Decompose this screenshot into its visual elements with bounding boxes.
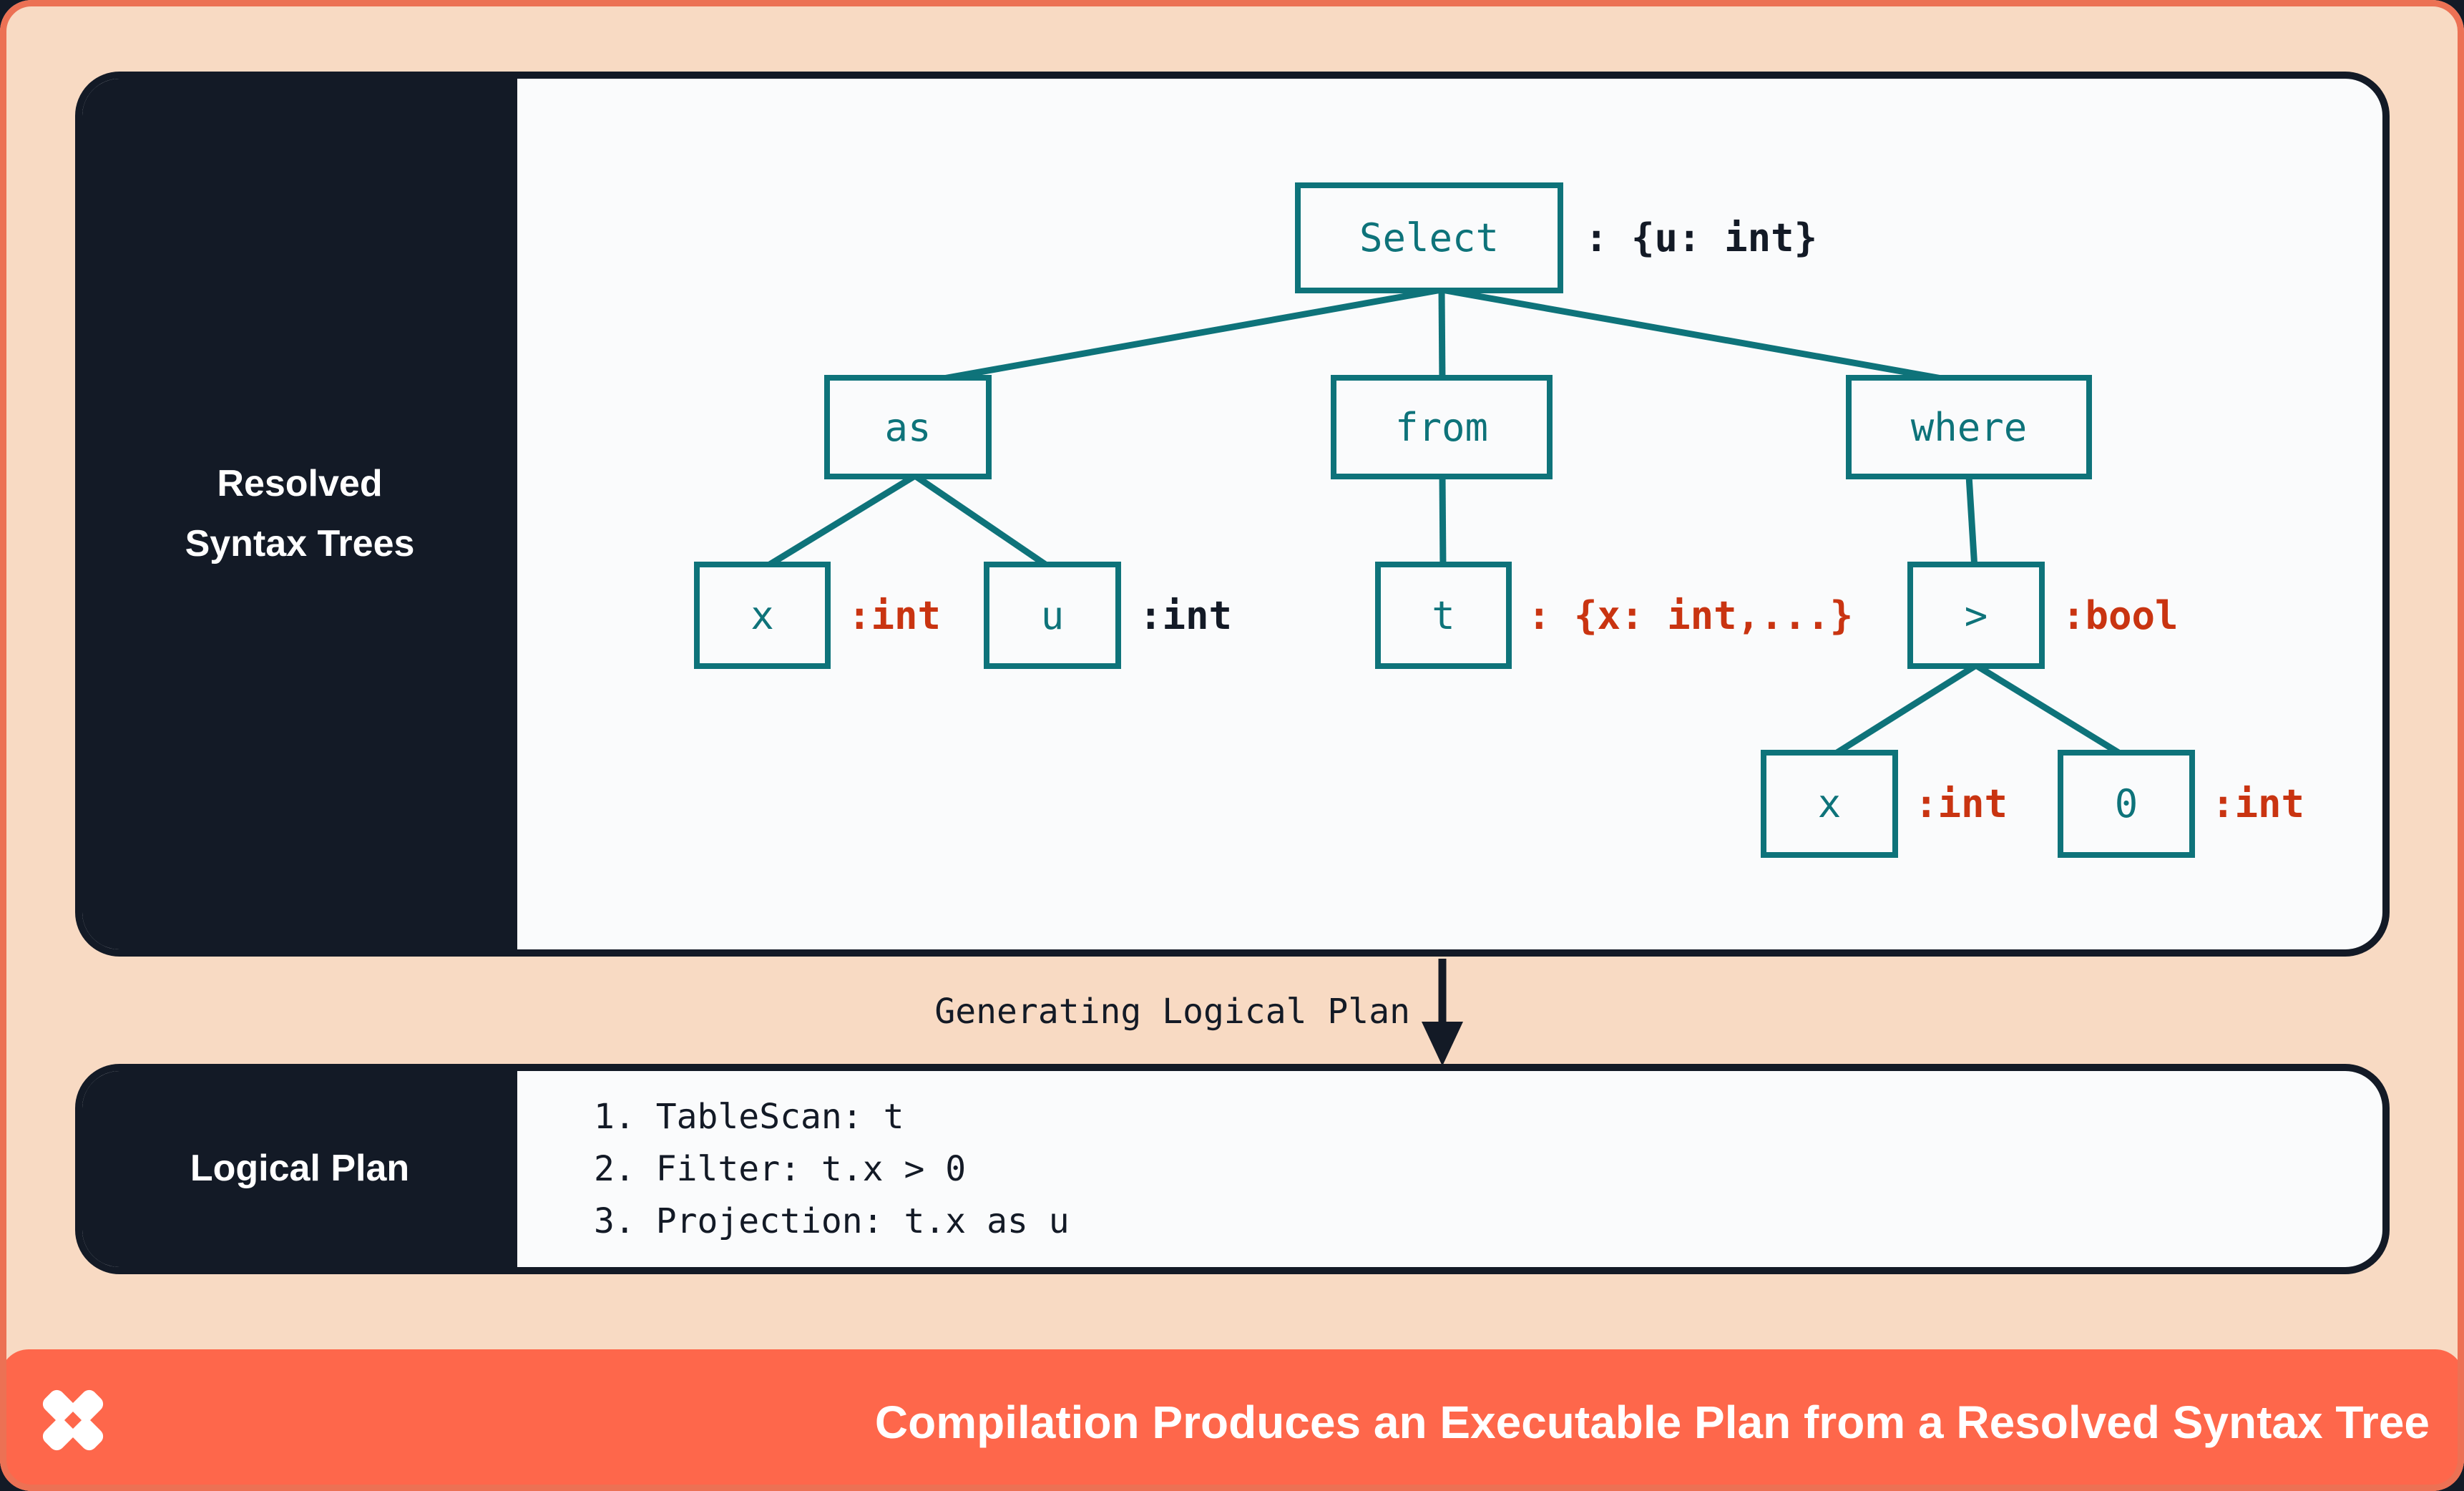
type-annotation-select: : {u: int} xyxy=(1585,215,1818,260)
pinwheel-star-logo-icon xyxy=(42,1389,104,1451)
tree-node-where-label: where xyxy=(1910,404,2028,450)
tree-node-select-label: Select xyxy=(1359,215,1500,260)
tree-node-x-as-label: x xyxy=(751,592,774,638)
resolved-syntax-trees-sidebar: Resolved Syntax Trees xyxy=(82,79,517,949)
tree-node-u: u xyxy=(984,562,1121,669)
resolved-syntax-trees-panel: Resolved Syntax Trees xyxy=(75,72,2390,957)
logical-plan-steps: 1. TableScan: t 2. Filter: t.x > 0 3. Pr… xyxy=(594,1097,1070,1241)
plan-step-1: 1. TableScan: t xyxy=(594,1097,904,1137)
tree-node-t-label: t xyxy=(1432,592,1455,638)
logical-plan-sidebar: Logical Plan xyxy=(82,1071,517,1267)
type-annotation-x-as: :int xyxy=(848,592,942,638)
tree-node-as: as xyxy=(824,375,992,479)
logical-plan-label: Logical Plan xyxy=(190,1148,410,1190)
tree-node-gt-label: > xyxy=(1964,592,1988,638)
type-annotation-u: :int xyxy=(1139,592,1233,638)
plan-step-2: 2. Filter: t.x > 0 xyxy=(594,1149,967,1189)
type-annotation-t: : {x: int,...} xyxy=(1527,592,1854,638)
type-annotation-gt: :bool xyxy=(2062,592,2179,638)
tree-node-where: where xyxy=(1846,375,2092,479)
generating-logical-plan-label: Generating Logical Plan xyxy=(934,992,1410,1032)
footer-bar: Compilation Produces an Executable Plan … xyxy=(0,1349,2464,1491)
type-annotation-zero: :int xyxy=(2211,781,2305,826)
plan-step-3: 3. Projection: t.x as u xyxy=(594,1201,1070,1241)
type-annotation-x-cmp: :int xyxy=(1915,781,2008,826)
tree-node-from-label: from xyxy=(1394,404,1489,450)
tree-node-zero-label: 0 xyxy=(2114,781,2138,826)
sidebar-label-line1: Resolved xyxy=(217,463,383,505)
tree-node-from: from xyxy=(1331,375,1553,479)
tree-node-zero: 0 xyxy=(2058,750,2195,858)
tree-node-x-as: x xyxy=(694,562,831,669)
tree-node-x-cmp-label: x xyxy=(1817,781,1842,826)
tree-node-t: t xyxy=(1375,562,1512,669)
logical-plan-panel: Logical Plan 1. TableScan: t 2. Filter: … xyxy=(75,1064,2390,1274)
footer-title: Compilation Produces an Executable Plan … xyxy=(874,1396,2430,1448)
tree-node-x-cmp: x xyxy=(1761,750,1898,858)
sidebar-label-line2: Syntax Trees xyxy=(185,522,415,564)
tree-node-gt: > xyxy=(1907,562,2045,669)
down-arrow xyxy=(1422,959,1463,1066)
tree-node-select: Select xyxy=(1295,182,1563,293)
tree-node-as-label: as xyxy=(884,404,932,450)
tree-node-u-label: u xyxy=(1040,592,1065,638)
